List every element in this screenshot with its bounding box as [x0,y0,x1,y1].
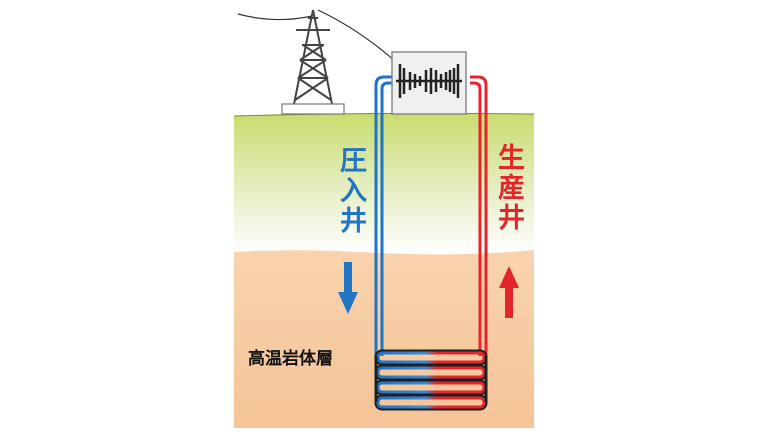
power-line [317,9,397,63]
arrow-up-icon [499,266,519,318]
hot-rock-layer [234,250,534,428]
power-line [237,13,313,21]
production-well-pipe-inner [470,81,482,356]
injection-well-label: 圧入井 [335,146,366,236]
tower-base [281,103,345,115]
surface-layer [234,113,534,254]
arrow-down-icon [338,262,358,314]
turbine-icon [396,64,462,98]
injection-well-pipe-inner [380,81,400,356]
production-well-pipe [470,75,488,356]
hot-rock-layer-label: 高温岩体層 [248,349,333,369]
injection-well-pipe [374,75,400,356]
transmission-tower-icon [293,9,333,105]
production-well-label: 生産井 [493,143,524,233]
